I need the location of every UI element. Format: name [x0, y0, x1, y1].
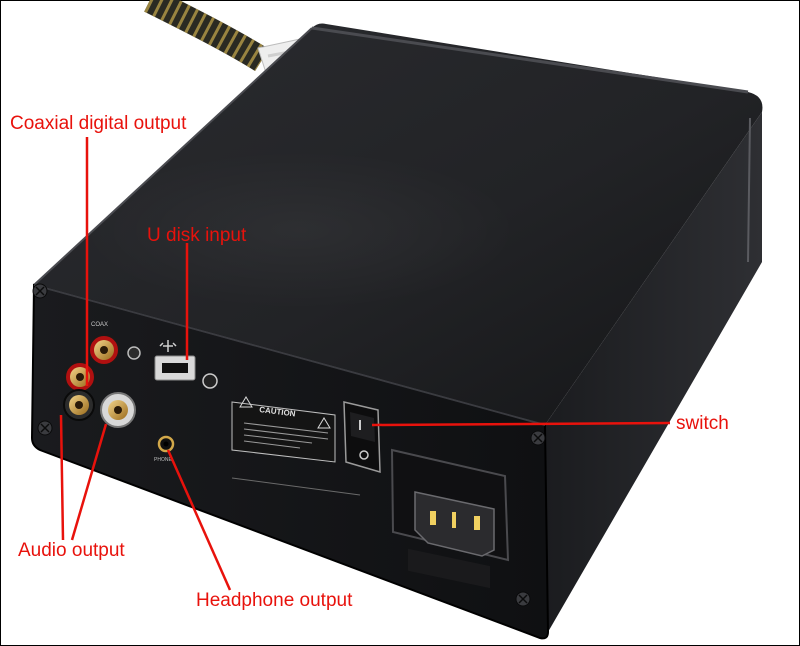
coaxial-output-label: Coaxial digital output — [10, 113, 187, 134]
u-disk-input-label: U disk input — [147, 225, 247, 246]
small-jack — [202, 373, 218, 389]
coax-panel-label: COAX — [91, 322, 108, 328]
warning-icon — [239, 396, 253, 408]
rca-jack-icon — [63, 389, 95, 421]
rca-jack-icon — [88, 334, 120, 366]
headphone-jack-icon — [157, 435, 175, 453]
svg-text:CAUTION: CAUTION — [259, 405, 296, 418]
power-inlet-icon — [390, 448, 510, 589]
callout-lines — [59, 137, 671, 591]
caution-plate: CAUTION — [231, 396, 336, 463]
audio-output-label: Audio output — [18, 540, 125, 561]
warning-icon — [317, 417, 331, 429]
usb-port-icon — [154, 340, 196, 381]
rca-jack-icon — [64, 361, 96, 393]
rocker-switch-icon — [343, 401, 381, 474]
chassis-side — [545, 112, 762, 632]
switch-label: switch — [676, 413, 729, 434]
phone-panel-label: PHONE — [154, 457, 172, 463]
rca-jack-icon — [100, 392, 136, 428]
headphone-output-label: Headphone output — [196, 590, 353, 611]
